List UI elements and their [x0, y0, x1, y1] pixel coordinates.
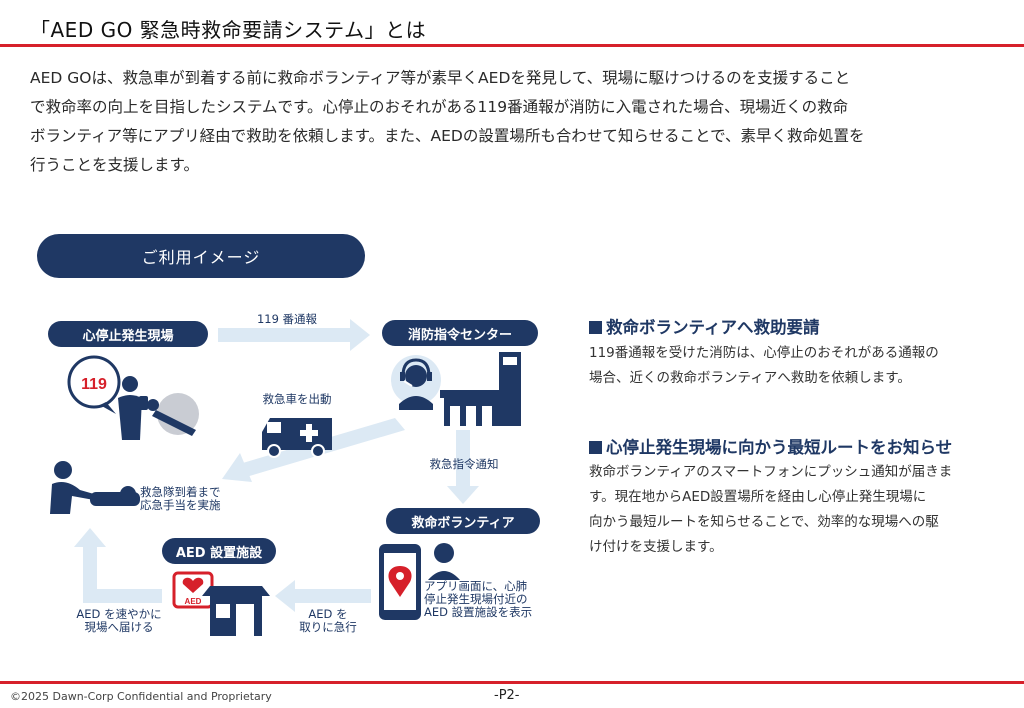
arrow-deliver-v — [83, 545, 97, 603]
section-body: 119番通報を受けた消防は、心停止のおそれがある通報の 場合、近くの救命ボランテ… — [589, 345, 939, 386]
section-body: 救命ボランティアのスマートフォンにプッシュ通知が届きま す。現在地からAED設置… — [589, 464, 953, 555]
usage-image-label: ご利用イメージ — [37, 234, 365, 278]
arrow-notify-shaft — [456, 430, 470, 488]
smartphone-pin-icon — [379, 544, 421, 620]
intro-paragraph: AED GOは、救急車が到着する前に救命ボランティア等が素早くAEDを発見して、… — [30, 64, 990, 180]
dispatch-center-badge: 消防指令センター — [382, 320, 538, 346]
scene-badge: 心停止発生現場 — [48, 321, 208, 347]
aed-box-text: AED — [185, 597, 202, 606]
intro-line: で救命率の向上を目指したシステムです。心停止のおそれがある119番通報が消防に入… — [30, 98, 849, 116]
operator-headset-icon — [391, 355, 441, 410]
arrow-deliver-head — [74, 528, 106, 547]
intro-line: ボランティア等にアプリ経由で救助を依頼します。また、AEDの設置場所も合わせて知… — [30, 127, 865, 145]
aed-site-badge: AED 設置施設 — [162, 538, 276, 564]
ambulance-icon — [262, 418, 332, 458]
call-119-icon: 119 — [67, 355, 121, 414]
facility-building-icon — [202, 586, 270, 636]
page-number: -P2- — [494, 688, 520, 703]
fire-station-icon — [440, 352, 521, 426]
deliver-flow-label: AED を速やかに 現場へ届ける — [76, 607, 162, 634]
notify-flow-label: 救急指令通知 — [429, 457, 499, 471]
footer-divider — [0, 681, 1024, 684]
call-number-text: 119 — [81, 376, 107, 393]
call-flow-label: 119 番通報 — [256, 312, 318, 326]
cpr-person-icon — [50, 461, 140, 514]
caller-person-icon — [118, 376, 148, 440]
volunteer-person-icon — [428, 543, 460, 580]
section-heading: 心停止発生現場に向かう最短ルートをお知らせ — [589, 434, 952, 458]
arrow-notify-head — [447, 486, 479, 504]
title-divider — [0, 44, 1024, 47]
arrow-deliver-h — [83, 589, 162, 603]
aed-box-icon: AED — [172, 571, 214, 609]
copyright-text: ©2025 Dawn-Corp Confidential and Proprie… — [10, 690, 272, 703]
app-flow-label: アプリ画面に、心肺 停止発生現場付近の AED 設置施設を表示 — [424, 579, 533, 619]
section-heading: 救命ボランティアへ救助要請 — [589, 314, 820, 338]
fetch-flow-label: AED を 取りに急行 — [299, 607, 357, 634]
page-title: 「AED GO 緊急時救命要請システム」とは — [30, 18, 427, 42]
dispatch-flow-label: 救急車を出動 — [262, 392, 332, 406]
intro-line: AED GOは、救急車が到着する前に救命ボランティア等が素早くAEDを発見して、… — [30, 69, 851, 87]
arrival-flow-label: 救急隊到着まで 応急手当を実施 — [140, 485, 221, 512]
volunteer-badge: 救命ボランティア — [386, 508, 540, 534]
arrow-call-shaft — [218, 328, 352, 342]
arrow-ambulance-head — [222, 453, 252, 482]
intro-line: 行うことを支援します。 — [30, 156, 199, 174]
arrow-call-head — [350, 319, 370, 351]
arrow-fetch-head — [275, 580, 295, 612]
bullet-square-icon — [589, 441, 602, 454]
collapsed-person-icon — [147, 393, 199, 436]
arrow-fetch-shaft — [293, 589, 371, 603]
bullet-square-icon — [589, 321, 602, 334]
